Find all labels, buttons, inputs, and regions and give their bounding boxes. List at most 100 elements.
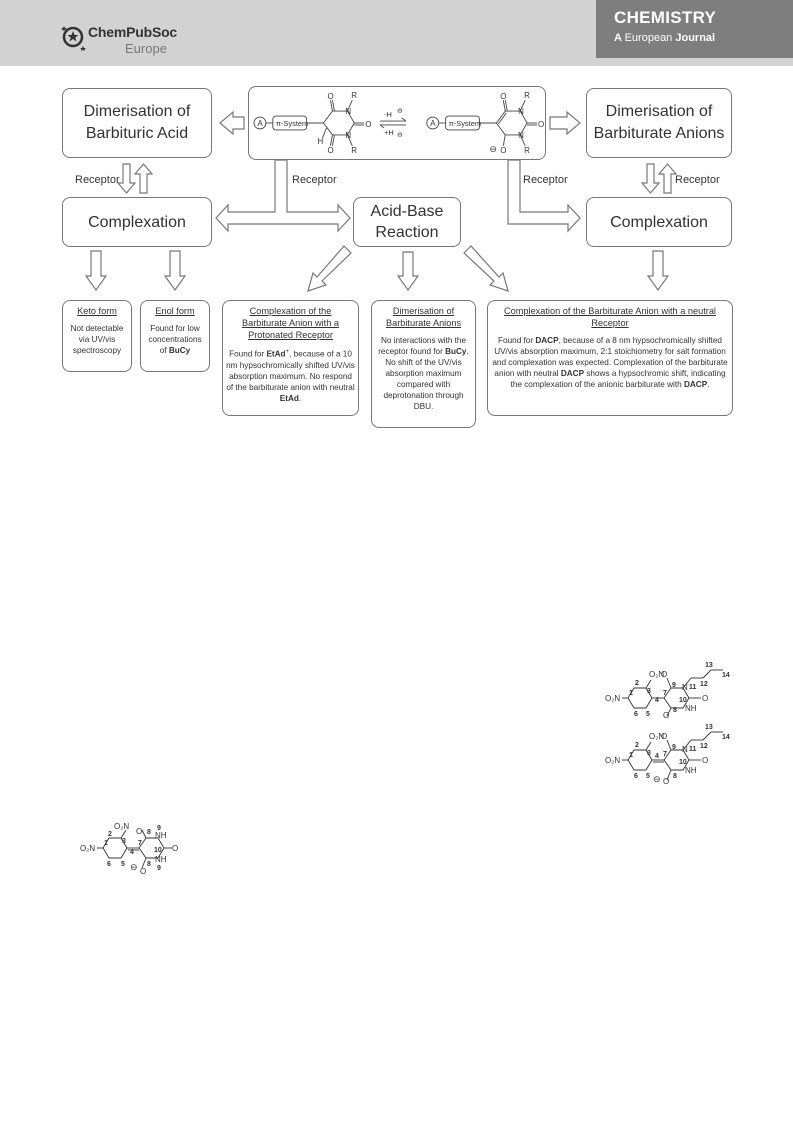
svg-text:10: 10 — [154, 847, 162, 854]
svg-text:12: 12 — [700, 681, 708, 688]
box-acid-base-reaction: Acid-Base Reaction — [353, 197, 461, 247]
svg-text:O: O — [661, 670, 667, 679]
box-neutral-receptor: Complexation of the Barbiturate Anion wi… — [487, 300, 733, 416]
svg-text:+H: +H — [384, 128, 394, 137]
svg-text:O: O — [136, 827, 142, 836]
svg-text:9: 9 — [157, 865, 161, 872]
svg-text:O: O — [702, 756, 708, 765]
svg-text:10: 10 — [679, 697, 687, 704]
svg-text:4: 4 — [130, 849, 134, 856]
svg-text:11: 11 — [689, 684, 697, 691]
svg-text:R: R — [524, 146, 530, 155]
svg-text:N: N — [518, 107, 524, 116]
svg-text:8: 8 — [673, 707, 677, 714]
arrow-dim-anions-small — [396, 251, 420, 292]
svg-text:N: N — [682, 745, 688, 754]
svg-text:⊖: ⊖ — [489, 144, 496, 154]
svg-text:NH: NH — [155, 855, 167, 864]
svg-text:O: O — [327, 92, 333, 101]
box-barbituric-equilibrium: A π-System O O O N N R R H -H +H ⊖ ⊖ A π… — [248, 86, 546, 160]
svg-text:NH: NH — [685, 704, 697, 713]
svg-text:7: 7 — [138, 840, 142, 847]
svg-text:2: 2 — [635, 680, 639, 687]
arrow-receptor-split — [215, 159, 351, 233]
svg-text:O: O — [538, 120, 544, 129]
svg-text:-H: -H — [384, 110, 392, 119]
svg-text:2: 2 — [635, 742, 639, 749]
svg-text:6: 6 — [634, 773, 638, 780]
arrow-protonated — [307, 245, 352, 292]
svg-text:⊖: ⊖ — [130, 862, 138, 872]
svg-text:N: N — [682, 683, 688, 692]
svg-text:O: O — [365, 120, 371, 129]
svg-text:10: 10 — [679, 759, 687, 766]
svg-text:NH: NH — [155, 831, 167, 840]
arrow-to-dim-acid — [219, 110, 245, 136]
svg-text:O: O — [140, 867, 146, 876]
svg-text:A: A — [257, 119, 263, 128]
box-complexation-right: Complexation — [586, 197, 732, 247]
svg-text:R: R — [351, 91, 357, 100]
svg-text:1: 1 — [629, 690, 633, 697]
svg-text:π-System: π-System — [276, 119, 308, 128]
svg-text:4: 4 — [655, 697, 659, 704]
svg-text:9: 9 — [672, 682, 676, 689]
arrow-acid-down — [116, 163, 137, 194]
svg-text:9: 9 — [672, 744, 676, 751]
svg-text:N: N — [345, 131, 351, 140]
arrow-anions-down — [640, 163, 661, 194]
svg-text:1: 1 — [104, 840, 108, 847]
svg-text:O: O — [702, 694, 708, 703]
arrow-neutral-diag — [463, 245, 509, 292]
svg-text:2: 2 — [108, 831, 112, 838]
structure-anion-nh: O₂N O₂N O NH NH O O ⊖ 1 2 3 4 5 6 7 8 8 … — [80, 822, 178, 876]
label-receptor-right: Receptor — [675, 174, 720, 186]
arrow-receptor-right — [507, 159, 581, 233]
svg-text:O: O — [663, 777, 669, 784]
box-enol-form: Enol form Found for low concentrations o… — [140, 300, 210, 372]
svg-text:O: O — [500, 92, 506, 101]
journal-banner: CHEMISTRY A European Journal — [596, 0, 793, 58]
journal-subtitle: A European Journal — [614, 32, 716, 44]
structure-neutral-butyl: O₂N O₂N O N O NH O 1 2 3 4 5 6 7 8 9 10 … — [605, 662, 730, 718]
svg-text:5: 5 — [646, 773, 650, 780]
svg-text:6: 6 — [634, 711, 638, 718]
arrow-to-dim-anions — [549, 110, 581, 136]
svg-text:NH: NH — [685, 766, 697, 775]
svg-text:π-System: π-System — [449, 119, 481, 128]
svg-text:⊖: ⊖ — [397, 108, 403, 115]
chempubsoc-logo: ChemPubSoc Europe — [60, 22, 177, 57]
logo-name: ChemPubSoc — [88, 24, 178, 40]
svg-text:⊖: ⊖ — [397, 132, 403, 139]
svg-text:3: 3 — [647, 688, 651, 695]
svg-text:O: O — [500, 146, 506, 155]
svg-text:5: 5 — [646, 711, 650, 718]
svg-text:O₂N: O₂N — [80, 844, 95, 853]
label-receptor-left: Receptor — [75, 174, 120, 186]
svg-text:12: 12 — [700, 743, 708, 750]
equilibrium-structure: A π-System O O O N N R R H -H +H ⊖ ⊖ A π… — [253, 91, 544, 155]
svg-text:O₂N: O₂N — [649, 670, 664, 679]
svg-text:1: 1 — [629, 752, 633, 759]
svg-text:7: 7 — [663, 690, 667, 697]
svg-text:7: 7 — [663, 751, 667, 758]
logo-sub: Europe — [125, 41, 167, 56]
svg-text:9: 9 — [157, 825, 161, 832]
svg-text:8: 8 — [147, 829, 151, 836]
svg-text:N: N — [518, 131, 524, 140]
box-protonated-receptor: Complexation of the Barbiturate Anion wi… — [222, 300, 359, 416]
svg-text:⊖: ⊖ — [653, 774, 661, 784]
svg-text:R: R — [524, 91, 530, 100]
journal-title: CHEMISTRY — [614, 8, 717, 27]
arrow-keto — [84, 250, 108, 292]
box-dim-anions-small: Dimerisation of Barbiturate Anions No in… — [371, 300, 476, 428]
label-receptor-center: Receptor — [292, 174, 337, 186]
svg-text:14: 14 — [722, 734, 730, 741]
svg-text:8: 8 — [673, 773, 677, 780]
svg-text:O₂N: O₂N — [605, 694, 620, 703]
svg-text:N: N — [345, 107, 351, 116]
svg-text:5: 5 — [121, 861, 125, 868]
svg-text:3: 3 — [647, 750, 651, 757]
box-complexation-left: Complexation — [62, 197, 212, 247]
svg-text:O₂N: O₂N — [605, 756, 620, 765]
